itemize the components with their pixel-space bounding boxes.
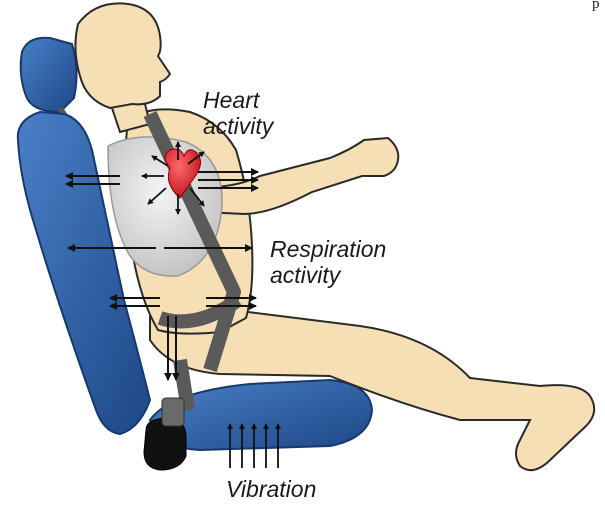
seat-headrest <box>21 38 77 112</box>
heart-activity-label-line1: Heart <box>203 87 273 113</box>
respiration-activity-label-line1: Respiration <box>270 236 386 262</box>
heart-activity-label-line2: activity <box>203 113 273 139</box>
corner-text-fragment: p <box>592 0 600 13</box>
buckle-tongue <box>162 398 184 426</box>
heart-activity-label: Heart activity <box>203 87 273 139</box>
occupant-head <box>75 3 170 108</box>
respiration-activity-label: Respiration activity <box>270 236 386 288</box>
vibration-label: Vibration <box>226 476 316 502</box>
respiration-activity-label-line2: activity <box>270 262 386 288</box>
